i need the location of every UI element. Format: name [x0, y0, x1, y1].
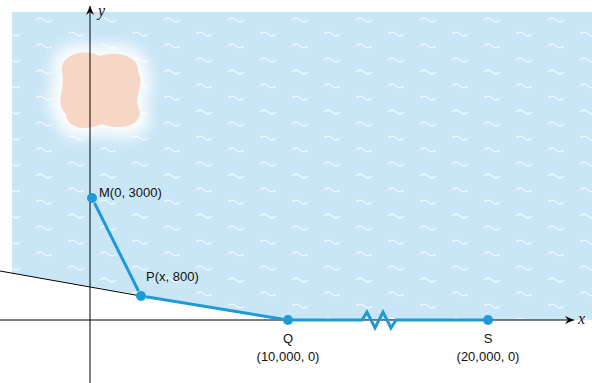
island — [61, 53, 141, 129]
island-glow — [49, 43, 151, 139]
pipeline-segment — [95, 203, 139, 291]
point-label: (20,000, 0) — [457, 349, 520, 364]
point-label: S — [484, 331, 493, 346]
axis-label: x — [578, 310, 585, 328]
axis-label: y — [98, 2, 105, 20]
water-region — [12, 12, 592, 320]
pipeline-point: Q(10,000, 0) — [283, 315, 293, 325]
shoreline — [0, 271, 141, 296]
point-label: Q — [283, 331, 293, 346]
wave-texture — [12, 12, 592, 320]
pipeline-point: S(20,000, 0) — [483, 315, 493, 325]
pipeline-segment — [293, 312, 483, 328]
point-label: (10,000, 0) — [257, 349, 320, 364]
point-label: M(0, 3000) — [99, 185, 162, 200]
pipeline-segment — [146, 297, 283, 319]
pipeline-point: P(x, 800) — [136, 291, 146, 301]
point-label: P(x, 800) — [146, 269, 199, 284]
pipeline-point: M(0, 3000) — [87, 193, 97, 203]
